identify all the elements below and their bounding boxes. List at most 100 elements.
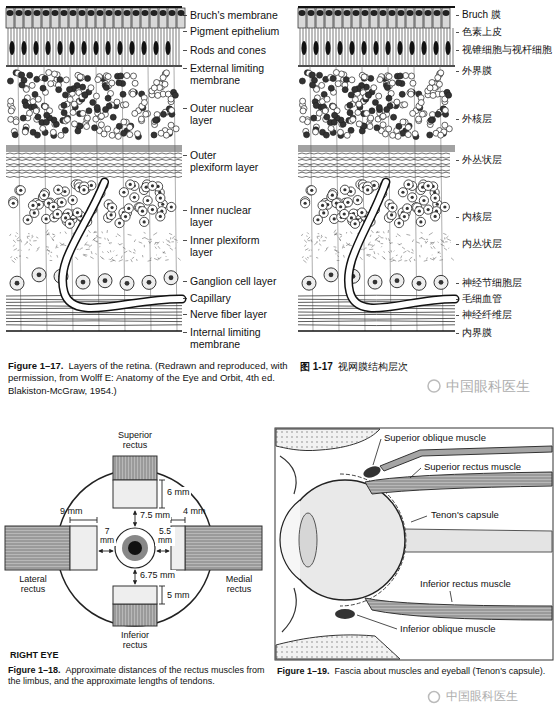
plexiform-fibre [60,232,61,233]
pigment-cell [150,8,158,28]
plexiform-fibre [309,249,311,251]
nucleolus [68,222,71,225]
plexiform-fibre [144,232,146,233]
ganglion-cell [368,275,382,289]
plexiform-fibre [335,250,337,252]
cone [421,41,426,55]
internal-limiting-membrane [6,330,182,331]
pigment-cell [114,8,122,28]
lens [299,513,317,567]
plexiform-fibre [304,240,307,243]
nucleolus [343,212,346,215]
plexiform-fibre [36,237,38,238]
leader-line [456,32,459,33]
rod [333,28,334,65]
muscle-label-group: Superior rectus [110,430,160,451]
plexiform-fibre [26,241,28,242]
rod [309,28,310,65]
muscle-label: Superior rectus [118,430,152,450]
plexiform-fibre [95,253,96,255]
cone [105,41,110,55]
leader-line [456,244,459,245]
superior-oblique-tendon [362,464,382,480]
rod [104,28,105,65]
pigment-granule [353,10,360,16]
plexiform-fibre [124,251,127,253]
figure-caption-group: Figure 1–19.Fascia about muscles and eye… [277,666,549,677]
rod [336,28,337,65]
plexiform-fibre [390,258,391,260]
pigment-granule [169,10,176,16]
plexiform-fibre [104,238,106,240]
cone [313,41,318,55]
eye-side-label: RIGHT EYE [10,650,59,660]
rod [420,28,421,65]
nucleus [19,72,25,78]
nucleus [44,112,50,118]
nucleus [95,77,101,83]
plexiform-fibre [52,233,55,235]
pigment-granule [160,10,167,16]
tendon-bracket [159,480,165,508]
ganglion-cell [302,276,316,290]
nucleolus [143,220,146,223]
plexiform-fibre [125,260,128,261]
nucleus [380,122,386,128]
plexiform-fibre [412,249,413,251]
plexiform-fibre [17,240,20,241]
nucleus [300,116,306,122]
pigment-cell [51,8,59,28]
layer-label: 内核层 [462,211,492,222]
nucleus [317,72,323,78]
pigment-granule [124,10,131,16]
rod [429,28,430,65]
plexiform-fibre [107,251,109,253]
plexiform-fibre [14,248,17,250]
rod [68,28,69,65]
plexiform-fibre [396,236,397,237]
plexiform-fibre [14,258,16,260]
nucleus [130,73,136,79]
plexiform-fibre [376,232,380,234]
figure-frame [275,428,553,660]
plexiform-fibre [343,255,345,258]
plexiform-fibre [314,242,317,245]
figure-caption: 图 1-17 [300,361,333,372]
nucleus [93,93,99,99]
plexiform-fibre [403,251,406,253]
nucleus [8,116,14,122]
plexiform-fibre [113,250,115,252]
plexiform-fibre [350,231,352,233]
plexiform-fibre [56,255,58,258]
rod [321,28,322,65]
nucleus [410,110,416,116]
leader-line [456,315,459,316]
plexiform-fibre [102,251,103,253]
ganglion-nucleus [81,280,86,285]
nucleus [316,110,322,116]
plexiform-fibre [326,247,328,248]
layer-label: 内丛状层 [462,238,502,249]
pigment-cell [334,8,342,28]
nucleolus [411,196,414,199]
nucleus [62,92,68,98]
rod [324,28,325,65]
nucleus [372,99,378,105]
nucleolus [418,210,421,213]
nucleus [352,86,358,92]
nucleus [19,82,25,88]
nucleus [23,215,32,224]
nucleus [172,92,178,98]
plexiform-fibre [158,246,160,249]
pigment-cell [379,8,387,28]
plexiform-fibre [376,240,380,242]
nucleus [72,121,78,127]
dimension-group: 7.5 mm [139,510,171,520]
nucleus [127,124,133,130]
nucleus [353,196,362,205]
cone [141,41,146,55]
plexiform-fibre [373,257,376,259]
nucleolus [118,221,121,224]
nucleus [435,111,441,117]
